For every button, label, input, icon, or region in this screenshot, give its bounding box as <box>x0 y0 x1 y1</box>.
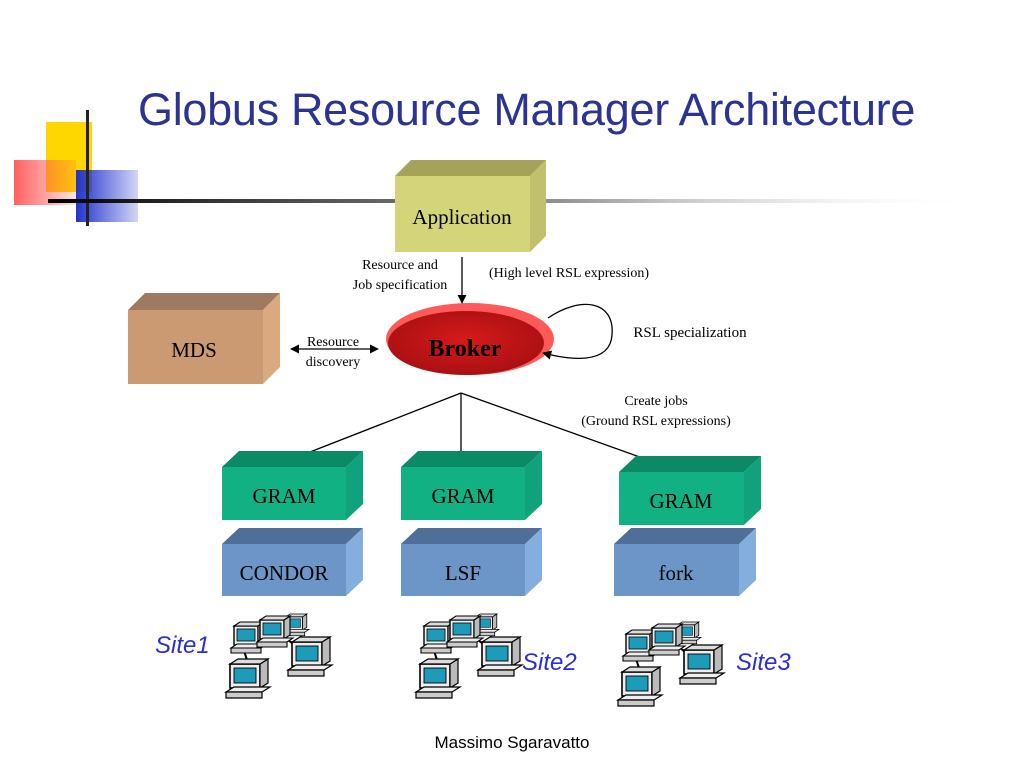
scheduler-box-fork: fork <box>614 528 756 596</box>
gram-label-3: GRAM <box>649 489 712 513</box>
gram-box-1: GRAM <box>222 451 363 520</box>
rsl-specialization-loop <box>542 303 613 360</box>
create-jobs-label-1: Create jobs <box>624 394 687 409</box>
application-label: Application <box>412 205 512 229</box>
broker-to-gram-1-arrow <box>286 392 462 463</box>
high-level-rsl-label: (High level RSL expression) <box>489 266 649 281</box>
site-label-2: Site2 <box>522 649 577 676</box>
page-title: Globus Resource Manager Architecture <box>138 84 916 135</box>
rsl-specialization-label: RSL specialization <box>633 325 747 341</box>
computer-cluster-icon <box>416 614 522 698</box>
gram-label-1: GRAM <box>252 484 315 508</box>
computer-cluster-icon <box>226 614 332 698</box>
scheduler-box-condor: CONDOR <box>222 528 363 596</box>
site-label-3: Site3 <box>736 649 791 676</box>
gram-box-2: GRAM <box>401 451 542 520</box>
resource-discovery-label-2: discovery <box>306 355 360 370</box>
mds-label: MDS <box>171 338 217 362</box>
gram-box-3: GRAM <box>619 456 761 525</box>
application-box: Application <box>395 160 546 252</box>
computer-cluster-icon <box>618 622 724 706</box>
site-label-1: Site1 <box>155 632 210 659</box>
mds-box: MDS <box>128 293 280 384</box>
broker-node: Broker <box>386 303 554 375</box>
logo-squares-icon <box>14 110 138 226</box>
create-jobs-label-2: (Ground RSL expressions) <box>581 414 731 429</box>
scheduler-label-lsf: LSF <box>445 561 481 585</box>
resource-job-spec-label-1: Resource and <box>362 258 438 273</box>
scheduler-box-lsf: LSF <box>401 528 542 596</box>
scheduler-label-fork: fork <box>659 561 694 585</box>
footer-author: Massimo Sgaravatto <box>434 733 590 752</box>
resource-job-spec-label-2: Job specification <box>353 278 447 293</box>
resource-discovery-label-1: Resource <box>307 335 359 350</box>
scheduler-label-condor: CONDOR <box>240 561 329 585</box>
gram-label-2: GRAM <box>431 484 494 508</box>
broker-label: Broker <box>429 336 502 362</box>
